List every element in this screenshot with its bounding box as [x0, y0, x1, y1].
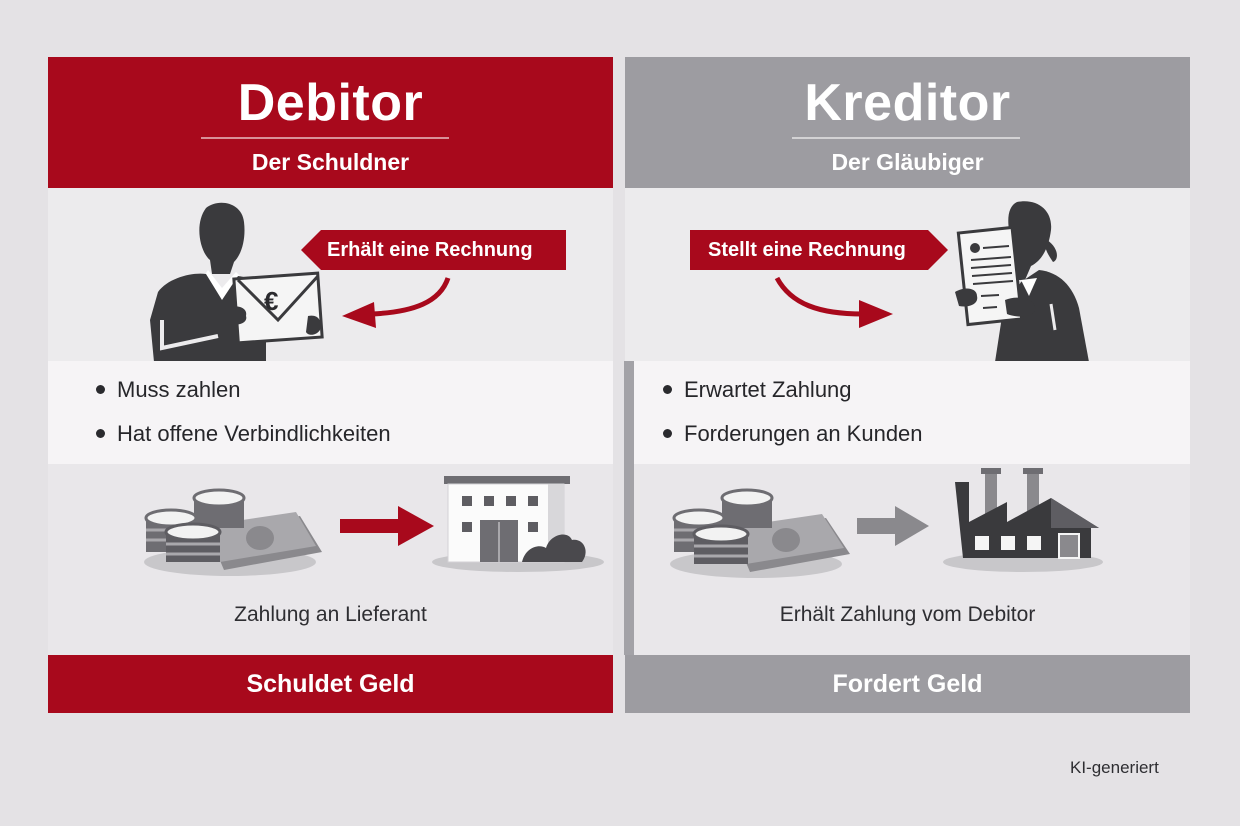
receives-invoice-tag: Erhält eine Rechnung — [301, 230, 566, 270]
center-divider — [624, 361, 634, 655]
factory-icon — [943, 468, 1103, 572]
tag-shape — [301, 230, 566, 270]
bullet-text: Muss zahlen — [117, 377, 241, 402]
ai-generated-label: KI-generiert — [1070, 758, 1159, 777]
bullet-icon — [663, 384, 672, 394]
kreditor-illustration: Stellt eine Rechnung — [625, 188, 1190, 362]
kreditor-subtitle: Der Gläubiger — [831, 149, 984, 175]
person-with-euro-envelope-icon: € — [150, 202, 324, 362]
kreditor-header: Kreditor Der Gläubiger — [625, 57, 1190, 188]
curved-arrow-right-icon — [774, 276, 893, 328]
debitor-subtitle: Der Schuldner — [251, 149, 410, 175]
list-item: Erwartet Zahlung — [663, 376, 852, 404]
office-building-icon — [432, 476, 604, 572]
list-item: Hat offene Verbindlichkeiten — [96, 420, 391, 448]
arrow-right-icon — [340, 506, 434, 546]
curved-arrow-left-icon — [342, 277, 451, 328]
bullet-icon — [96, 384, 105, 394]
kreditor-bullet-list: Erwartet Zahlung Forderungen an Kunden — [625, 361, 1190, 464]
sends-invoice-tag: Stellt eine Rechnung — [690, 230, 948, 270]
bullet-icon — [96, 428, 105, 438]
kreditor-payment-section: Erhält Zahlung vom Debitor — [625, 464, 1190, 655]
bullet-text: Forderungen an Kunden — [684, 421, 923, 446]
list-item: Muss zahlen — [96, 376, 241, 404]
money-stack-icon — [670, 488, 850, 578]
tag-shape — [690, 230, 948, 270]
bullet-text: Erwartet Zahlung — [684, 377, 852, 402]
woman-reading-invoice-icon — [955, 201, 1089, 362]
title-divider — [200, 137, 449, 139]
debitor-bullet-list: Muss zahlen Hat offene Verbindlichkeiten — [48, 361, 613, 464]
debitor-footer: Schuldet Geld — [48, 655, 613, 713]
receives-invoice-label: Erhält eine Rechnung — [327, 239, 533, 261]
debitor-title: Debitor — [237, 74, 424, 132]
kreditor-footer: Fordert Geld — [625, 655, 1190, 713]
debitor-payment-caption: Zahlung an Lieferant — [234, 603, 427, 626]
list-item: Forderungen an Kunden — [663, 420, 923, 448]
arrow-right-icon — [857, 506, 929, 546]
title-divider — [791, 137, 1020, 139]
debitor-panel: Debitor Der Schuldner € E — [48, 57, 613, 714]
svg-text:€: € — [264, 286, 278, 316]
debitor-payment-section: Zahlung an Lieferant — [48, 464, 613, 655]
kreditor-title: Kreditor — [804, 74, 1011, 132]
bullet-icon — [663, 428, 672, 438]
kreditor-payment-caption: Erhält Zahlung vom Debitor — [779, 603, 1036, 626]
debitor-header: Debitor Der Schuldner — [48, 57, 613, 188]
debitor-illustration: € Erhält eine Rechnung — [48, 188, 613, 362]
sends-invoice-label: Stellt eine Rechnung — [708, 239, 906, 261]
money-stack-icon — [144, 488, 322, 576]
bullet-text: Hat offene Verbindlichkeiten — [117, 421, 391, 446]
kreditor-panel: Kreditor Der Gläubiger Stellt eine Rechn… — [625, 57, 1190, 714]
